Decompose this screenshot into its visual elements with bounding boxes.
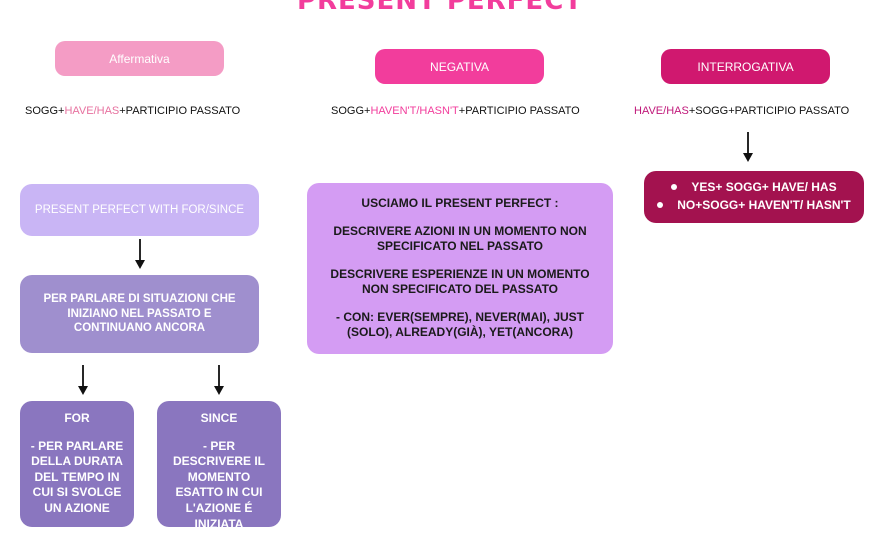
- header-affirmative: Affermativa: [55, 41, 224, 76]
- header-negative: NEGATIVA: [375, 49, 544, 84]
- since-box: SINCE - PER DESCRIVERE IL MOMENTO ESATTO…: [157, 401, 281, 531]
- answer-yes: YES+ SOGG+ HAVE/ HAS: [671, 180, 837, 196]
- formula-interrogative-rest: +SOGG+PARTICIPIO PASSATO: [688, 105, 850, 117]
- formula-interrogative-verb: HAVE/HAS: [634, 105, 689, 117]
- formula-affirmative-verb: HAVE/HAS: [64, 105, 120, 117]
- answer-yes-text: YES+ SOGG+ HAVE/ HAS: [691, 180, 837, 195]
- formula-negative-verb: HAVEN'T/HASN'T: [370, 105, 459, 117]
- answer-no: NO+SOGG+ HAVEN'T/ HASN'T: [657, 198, 851, 214]
- formula-negative-participle: +PARTICIPIO PASSATO: [458, 105, 580, 117]
- usage-item-experiences: DESCRIVERE ESPERIENZE IN UN MOMENTO NON …: [330, 266, 590, 297]
- usage-heading: USCIAMO IL PRESENT PERFECT :: [361, 195, 559, 210]
- since-title: SINCE: [200, 411, 238, 425]
- situation-box: PER PARLARE DI SITUAZIONI CHE INIZIANO N…: [20, 275, 259, 353]
- formula-affirmative: SOGG+HAVE/HAS+PARTICIPIO PASSATO: [25, 105, 240, 117]
- bullet-icon: [671, 184, 678, 191]
- answers-box: YES+ SOGG+ HAVE/ HAS NO+SOGG+ HAVEN'T/ H…: [644, 171, 864, 223]
- for-since-title-box: PRESENT PERFECT WITH FOR/SINCE: [20, 184, 259, 236]
- for-title: FOR: [64, 411, 90, 425]
- for-box: FOR - PER PARLARE DELLA DURATA DEL TEMPO…: [20, 401, 134, 527]
- arrow-down-icon: [213, 365, 225, 395]
- header-interrogative: INTERROGATIVA: [661, 49, 830, 84]
- since-text: - PER DESCRIVERE IL MOMENTO ESATTO IN CU…: [172, 438, 265, 531]
- answer-no-text: NO+SOGG+ HAVEN'T/ HASN'T: [677, 198, 851, 212]
- formula-negative: SOGG+HAVEN'T/HASN'T+PARTICIPIO PASSATO: [331, 105, 580, 117]
- formula-interrogative: HAVE/HAS+SOGG+PARTICIPIO PASSATO: [634, 105, 849, 117]
- arrow-down-icon: [134, 239, 146, 269]
- bullet-icon: [657, 202, 664, 208]
- formula-affirmative-subject: SOGG+: [25, 105, 65, 117]
- arrow-down-icon: [77, 365, 89, 395]
- for-text: - PER PARLARE DELLA DURATA DEL TEMPO IN …: [30, 438, 124, 515]
- arrow-down-icon: [742, 132, 754, 162]
- usage-item-adverbs: - CON: EVER(SEMPRE), NEVER(MAI), JUST (S…: [335, 309, 584, 340]
- formula-affirmative-participle: +PARTICIPIO PASSATO: [119, 105, 241, 117]
- formula-negative-subject: SOGG+: [331, 105, 371, 117]
- usage-item-actions: DESCRIVERE AZIONI IN UN MOMENTO NON SPEC…: [333, 223, 587, 254]
- page-title: PRESENT PERFECT: [296, 0, 584, 16]
- usage-box: USCIAMO IL PRESENT PERFECT : DESCRIVERE …: [307, 183, 613, 354]
